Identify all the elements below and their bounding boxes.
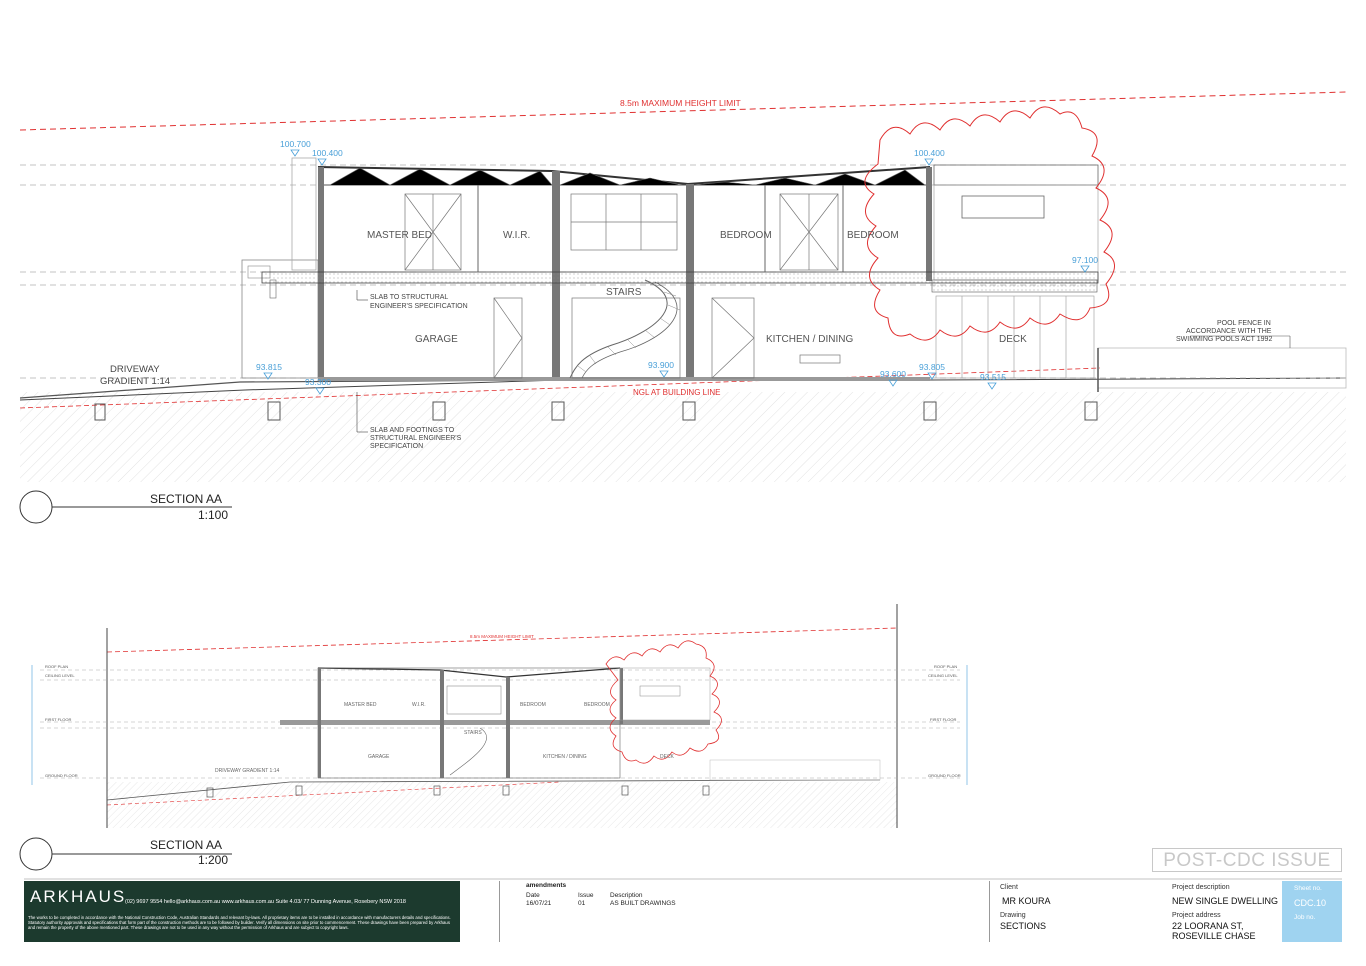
room-wir: W.I.R. — [503, 230, 530, 241]
client-label: Client — [1000, 884, 1018, 891]
row-description: AS BUILT DRAWINGS — [610, 900, 676, 907]
client-value: MR KOURA — [1002, 896, 1051, 906]
note-driveway-2: GRADIENT 1:14 — [100, 376, 170, 387]
note-slab-1: SLAB TO STRUCTURAL — [370, 294, 448, 301]
small-ground-hatch — [107, 782, 897, 828]
room-bedroom-1: BEDROOM — [720, 230, 772, 241]
small-room-deck: DECK — [660, 754, 675, 760]
note-driveway-1: DRIVEWAY — [110, 364, 160, 375]
section-title-1-100: SECTION AA — [150, 492, 222, 506]
amendments-label: amendments — [526, 882, 567, 889]
section-scale-1-200: 1:200 — [198, 853, 228, 867]
small-right-ceiling: CEILING LEVEL — [928, 673, 958, 678]
small-right-first: FIRST FLOOR — [930, 717, 956, 722]
section-aa-1-100: 8.5m MAXIMUM HEIGHT LIMIT NGL AT BUILDIN… — [19, 91, 1347, 524]
post-cdc-issue-stamp: POST-CDC ISSUE — [1152, 848, 1342, 872]
contact-details: (02) 9697 9554 hello@arkhaus.com.au www.… — [125, 899, 406, 905]
section-title-1-200: SECTION AA — [150, 838, 222, 852]
room-kitchen-dining: KITCHEN / DINING — [766, 334, 853, 345]
ngl-line — [19, 367, 1101, 409]
arkhaus-logo: ARKHAUS — [30, 887, 127, 906]
small-left-roof: ROOF PLAN — [45, 664, 68, 669]
small-room-bedroom-1: BEDROOM — [520, 702, 546, 708]
col-date: Date — [526, 892, 540, 899]
small-left-ground: GROUND FLOOR — [45, 773, 78, 778]
project-addr-line2: ROSEVILLE CHASE — [1172, 931, 1256, 941]
level-97100: 97.100 — [1072, 255, 1098, 265]
level-93600: 93.600 — [880, 369, 906, 379]
level-93815: 93.815 — [256, 362, 282, 372]
note-slab-2: ENGINEER'S SPECIFICATION — [370, 303, 468, 310]
small-room-stairs: STAIRS — [464, 730, 482, 736]
stairs-curve — [569, 279, 668, 379]
small-room-master-bed: MASTER BED — [344, 702, 377, 708]
project-addr-label: Project address — [1172, 912, 1221, 919]
col-description: Description — [610, 892, 643, 899]
level-93805: 93.805 — [919, 362, 945, 372]
level-100400-left: 100.400 — [312, 148, 343, 158]
sheet-number-box: Sheet no. CDC.10 Job no. — [1282, 881, 1342, 942]
ground-slab — [318, 377, 930, 381]
level-100400-right: 100.400 — [914, 148, 945, 158]
roof-outline — [317, 166, 931, 186]
height-limit-line — [19, 91, 1347, 131]
row-date: 16/07/21 — [526, 900, 552, 907]
row-issue: 01 — [578, 900, 586, 907]
pool-fence — [1097, 347, 1347, 389]
col-issue: Issue — [578, 892, 594, 899]
small-room-wir: W.I.R. — [412, 702, 426, 708]
small-left-ceiling: CEILING LEVEL — [45, 673, 75, 678]
height-limit-label: 8.5m MAXIMUM HEIGHT LIMIT — [620, 98, 741, 108]
sheet-no-label: Sheet no. — [1294, 885, 1322, 892]
section-marker-1-100 — [19, 490, 53, 524]
note-pool-3: SWIMMING POOLS ACT 1992 — [1176, 336, 1272, 343]
small-right-roof: ROOF PLAN — [934, 664, 957, 669]
small-left-first: FIRST FLOOR — [45, 717, 71, 722]
level-93300: 93.300 — [305, 377, 331, 387]
note-pool-2: ACCORDANCE WITH THE — [1186, 328, 1272, 335]
sheet-no-value: CDC.10 — [1294, 898, 1327, 908]
first-floor-slab — [261, 271, 1099, 284]
small-room-kitchen: KITCHEN / DINING — [543, 754, 587, 760]
small-room-bedroom-2: BEDROOM — [584, 702, 610, 708]
drawing-label: Drawing — [1000, 912, 1026, 919]
project-addr-line1: 22 LOORANA ST, — [1172, 921, 1244, 931]
room-deck: DECK — [999, 334, 1027, 345]
ngl-label: NGL AT BUILDING LINE — [633, 388, 720, 397]
level-100700: 100.700 — [280, 139, 311, 149]
small-height-limit-label: 8.5m MAXIMUM HEIGHT LIMIT — [470, 634, 534, 639]
note-footing-2: STRUCTURAL ENGINEER'S — [370, 435, 462, 442]
small-driveway: DRIVEWAY GRADIENT 1:14 — [215, 768, 279, 774]
small-room-garage: GARAGE — [368, 754, 390, 760]
job-no-label: Job no. — [1294, 914, 1316, 921]
revision-cloud — [864, 106, 1115, 341]
level-93900: 93.900 — [648, 360, 674, 370]
room-garage: GARAGE — [415, 334, 458, 345]
project-desc-label: Project description — [1172, 884, 1230, 891]
title-block: ARKHAUS (02) 9697 9554 hello@arkhaus.com… — [24, 879, 1342, 943]
room-master-bed: MASTER BED — [367, 230, 432, 241]
section-aa-1-200: 8.5m MAXIMUM HEIGHT LIMIT — [19, 604, 968, 871]
drawing-value: SECTIONS — [1000, 921, 1047, 931]
disclaimer: The works to be completed in accordance … — [28, 915, 451, 930]
section-scale-1-100: 1:100 — [198, 508, 228, 522]
section-marker-1-200 — [19, 837, 53, 871]
note-footing-3: SPECIFICATION — [370, 443, 423, 450]
small-right-ground: GROUND FLOOR — [928, 773, 961, 778]
level-93515: 93.515 — [980, 372, 1006, 382]
room-stairs: STAIRS — [606, 287, 642, 298]
room-bedroom-2: BEDROOM — [847, 230, 899, 241]
note-pool-1: POOL FENCE IN — [1217, 320, 1271, 327]
note-footing-1: SLAB AND FOOTINGS TO — [370, 427, 455, 434]
brand-panel: ARKHAUS (02) 9697 9554 hello@arkhaus.com… — [24, 881, 460, 942]
project-desc-value: NEW SINGLE DWELLING — [1172, 896, 1279, 906]
